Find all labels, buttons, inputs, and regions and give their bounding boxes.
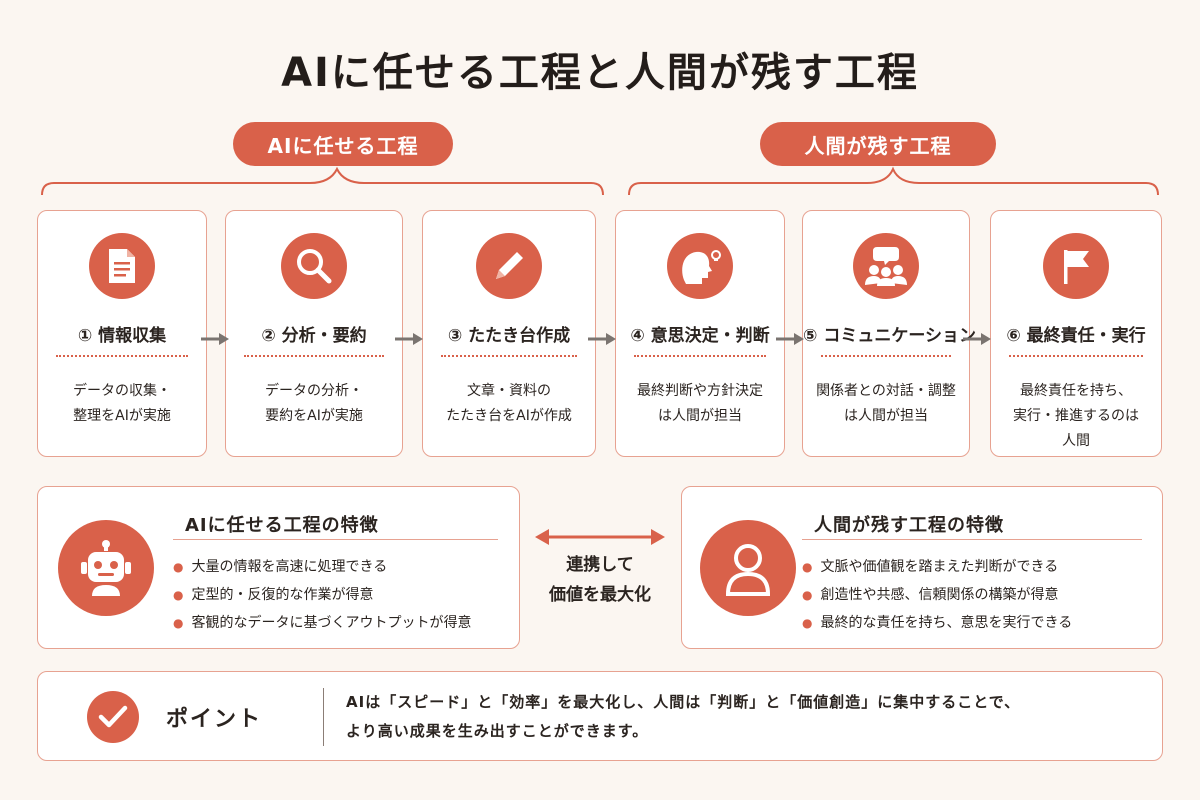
list-item: ●定型的・反復的な作業が得意 [173,587,374,603]
checkmark-icon [87,691,139,743]
step-description: 最終責任を持ち、 実行・推進するのは 人間 [1013,383,1139,449]
human-group-brace [628,166,1159,196]
flag-icon [1043,233,1109,299]
step-title: ④ 意思決定・判断 [630,326,770,346]
ai-features-panel: AIに任せる工程の特徴 ●大量の情報を高速に処理できる ●定型的・反復的な作業が… [37,486,520,649]
divider [1009,355,1143,357]
list-item: ●大量の情報を高速に処理できる [173,559,388,575]
step-title: ② 分析・要約 [261,326,367,346]
divider [821,355,951,357]
step-card-3: ③ たたき台作成 文章・資料の たたき台をAIが作成 [422,210,596,457]
point-label: ポイント [166,707,263,732]
ai-group-label: AIに任せる工程 [233,122,453,166]
people-speech-icon [853,233,919,299]
bullet-icon: ● [173,560,184,574]
divider [441,355,577,357]
page-title: AIに任せる工程と人間が残す工程 [281,50,919,96]
magnifier-icon [281,233,347,299]
divider [323,688,324,746]
ai-group-brace [41,166,604,196]
robot-icon [58,520,154,616]
arrow-right-icon [776,333,804,345]
bullet-icon: ● [802,560,813,574]
human-group-label: 人間が残す工程 [760,122,996,166]
document-icon [89,233,155,299]
step-card-1: ① 情報収集 データの収集・ 整理をAIが実施 [37,210,207,457]
ai-features-list: ●大量の情報を高速に処理できる ●定型的・反復的な作業が得意 ●客観的なデータに… [173,553,471,637]
double-arrow-icon [535,529,665,545]
divider [56,355,188,357]
list-item: ●文脈や価値観を踏まえた判断ができる [802,559,1059,575]
bullet-icon: ● [802,588,813,602]
step-card-5: ⑤ コミュニケーション 関係者との対話・調整 は人間が担当 [802,210,976,457]
arrow-right-icon [588,333,616,345]
human-features-panel: 人間が残す工程の特徴 ●文脈や価値観を踏まえた判断ができる ●創造性や共感、信頼… [681,486,1163,649]
ai-features-title: AIに任せる工程の特徴 [185,515,379,536]
collaboration-label: 連携して 価値を最大化 [549,555,651,605]
step-description: 関係者との対話・調整 は人間が担当 [816,383,956,424]
step-card-2: ② 分析・要約 データの分析・ 要約をAIが実施 [225,210,403,457]
human-features-list: ●文脈や価値観を踏まえた判断ができる ●創造性や共感、信頼関係の構築が得意 ●最… [802,553,1072,637]
step-description: データの収集・ 整理をAIが実施 [73,383,171,424]
list-item: ●客観的なデータに基づくアウトプットが得意 [173,615,472,631]
bullet-icon: ● [802,616,813,630]
step-title: ⑤ コミュニケーション [803,326,976,346]
bullet-icon: ● [173,588,184,602]
step-title: ① 情報収集 [77,326,167,346]
human-features-title: 人間が残す工程の特徴 [814,515,1004,536]
bullet-icon: ● [173,616,184,630]
head-lightbulb-icon [667,233,733,299]
point-text: AIは「スピード」と「効率」を最大化し、人間は「判断」と「価値創造」に集中するこ… [346,693,1021,740]
divider [244,355,384,357]
arrow-right-icon [963,333,991,345]
step-title: ⑥ 最終責任・実行 [1006,326,1146,346]
step-card-4: ④ 意思決定・判断 最終判断や方針決定 は人間が担当 [615,210,785,457]
divider [802,539,1142,540]
divider [173,539,498,540]
person-icon [700,520,796,616]
step-description: 最終判断や方針決定 は人間が担当 [637,383,763,424]
arrow-right-icon [201,333,229,345]
step-description: データの分析・ 要約をAIが実施 [265,383,363,424]
step-card-6: ⑥ 最終責任・実行 最終責任を持ち、 実行・推進するのは 人間 [990,210,1162,457]
list-item: ●創造性や共感、信頼関係の構築が得意 [802,587,1059,603]
divider [634,355,766,357]
pencil-icon [476,233,542,299]
point-panel: ポイント AIは「スピード」と「効率」を最大化し、人間は「判断」と「価値創造」に… [37,671,1163,761]
step-title: ③ たたき台作成 [447,326,571,346]
arrow-right-icon [395,333,423,345]
step-description: 文章・資料の たたき台をAIが作成 [446,383,572,424]
list-item: ●最終的な責任を持ち、意思を実行できる [802,615,1073,631]
